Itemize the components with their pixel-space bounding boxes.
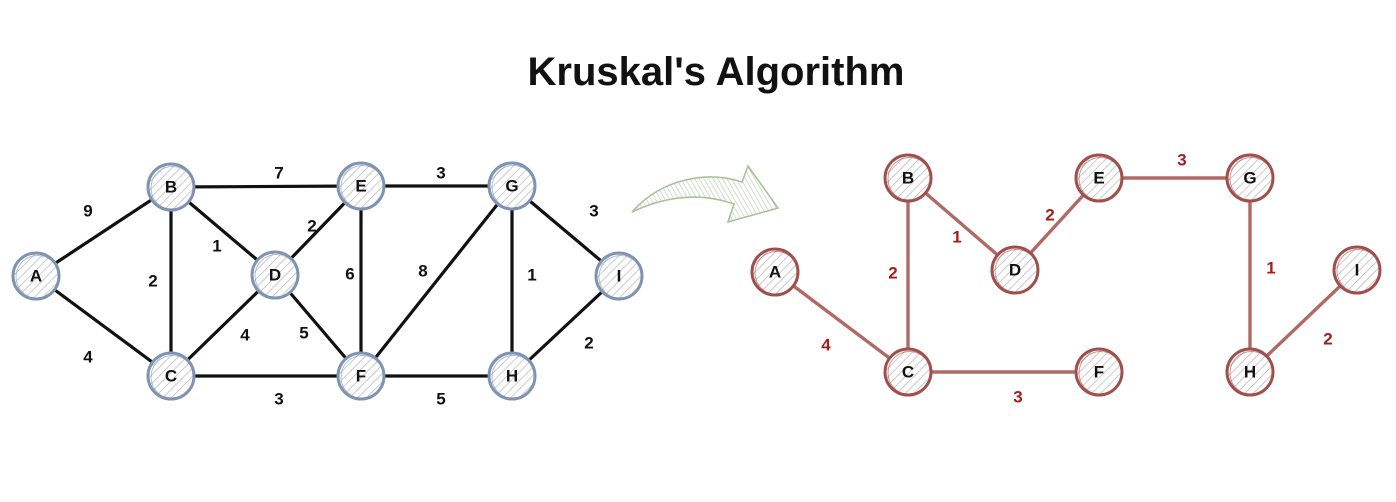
graph-weight-E-G: 3 (436, 163, 445, 182)
mst-node-G: G (1225, 153, 1275, 203)
graph-weight-B-D: 1 (212, 236, 221, 255)
graph-node-label-A: A (30, 266, 42, 285)
graph-weight-G-I: 3 (589, 201, 598, 220)
mst-weight-B-D: 1 (952, 227, 961, 246)
graph-weight-D-E: 2 (307, 216, 316, 235)
mst-weight-D-E: 2 (1045, 205, 1054, 224)
graph-weight-A-C: 4 (83, 347, 93, 366)
mst-weights: 4 2 1 2 3 3 1 2 (821, 150, 1332, 406)
graph-weight-G-H: 1 (527, 265, 536, 284)
mst-node-label-F: F (1094, 362, 1104, 381)
diagram-title: Kruskal's Algorithm (527, 50, 905, 94)
graph-weight-H-I: 2 (584, 333, 593, 352)
mst-weight-G-H: 1 (1266, 258, 1275, 277)
mst-node-label-A: A (769, 262, 781, 281)
mst-weight-C-F: 3 (1013, 387, 1022, 406)
graph-weight-B-E: 7 (274, 163, 283, 182)
graph-node-B: B (146, 162, 196, 212)
graph-node-F: F (336, 351, 386, 401)
graph-edge-B-E (169, 184, 363, 189)
graph-node-label-I: I (617, 266, 622, 285)
mst-node-B: B (883, 153, 933, 203)
mst-node-H: H (1225, 347, 1275, 397)
mst-node-I: I (1332, 245, 1382, 295)
graph-weight-F-G: 8 (418, 261, 427, 280)
graph-weight-C-D: 4 (240, 325, 250, 344)
mst-edge-A-C (773, 270, 910, 374)
graph-edge-A-C (34, 274, 173, 378)
graph-node-C: C (146, 351, 196, 401)
graph-node-D: D (250, 250, 300, 300)
mst-node-label-B: B (902, 168, 914, 187)
mst-node-label-G: G (1243, 168, 1256, 187)
original-graph-nodes: A B C D E F G H I (11, 161, 644, 401)
mst-weight-H-I: 2 (1323, 329, 1332, 348)
original-graph-weights: 9 4 2 1 7 4 3 2 5 6 3 8 5 1 3 2 (83, 163, 598, 408)
graph-node-label-D: D (269, 265, 281, 284)
mst-node-E: E (1074, 153, 1124, 203)
mst-weight-E-G: 3 (1177, 150, 1186, 169)
mst-node-label-I: I (1355, 260, 1360, 279)
mst-node-label-H: H (1244, 362, 1256, 381)
mst-weight-B-C: 2 (888, 263, 897, 282)
transform-arrow-icon (631, 164, 780, 224)
mst-node-label-D: D (1009, 260, 1021, 279)
graph-edge-F-G (359, 184, 514, 378)
mst-edge-H-I (1248, 268, 1359, 374)
graph-weight-C-F: 3 (274, 389, 283, 408)
graph-weight-A-B: 9 (83, 201, 92, 220)
mst-nodes: A B C D E F G H I (750, 153, 1382, 397)
graph-weight-B-C: 2 (148, 271, 157, 290)
graph-node-A: A (11, 251, 61, 301)
graph-node-label-E: E (355, 176, 366, 195)
graph-node-label-H: H (506, 366, 518, 385)
mst-node-C: C (883, 347, 933, 397)
graph-node-E: E (336, 161, 386, 211)
mst-node-F: F (1074, 347, 1124, 397)
graph-node-label-F: F (356, 366, 366, 385)
graph-node-G: G (487, 161, 537, 211)
graph-node-H: H (487, 351, 537, 401)
mst-node-D: D (990, 245, 1040, 295)
graph-node-label-B: B (165, 177, 177, 196)
mst-weight-A-C: 4 (821, 335, 831, 354)
graph-weight-F-H: 5 (436, 389, 445, 408)
mst-node-label-E: E (1093, 168, 1104, 187)
mst-node-label-C: C (902, 362, 914, 381)
graph-node-I: I (594, 251, 644, 301)
graph-node-label-G: G (505, 176, 518, 195)
graph-weight-E-F: 6 (345, 264, 354, 283)
graph-weight-D-F: 5 (299, 323, 308, 342)
mst-node-A: A (750, 247, 800, 297)
graph-edge-A-B (34, 185, 173, 278)
graph-node-label-C: C (165, 366, 177, 385)
